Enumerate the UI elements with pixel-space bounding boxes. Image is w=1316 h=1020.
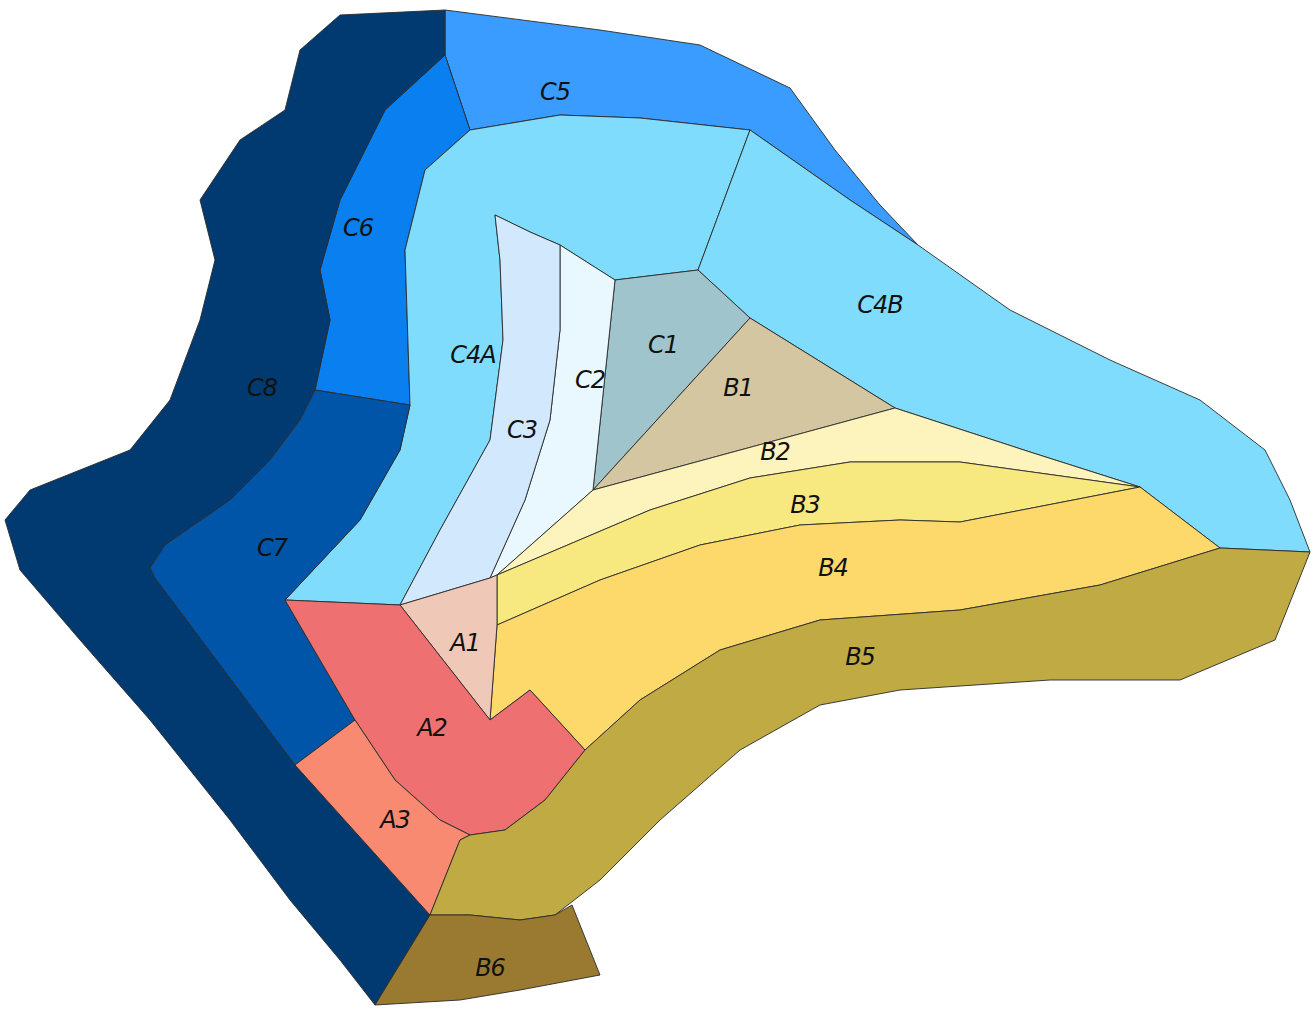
region-outline [430, 548, 1310, 920]
region-label: B3 [790, 491, 820, 519]
region-outline [375, 905, 600, 1005]
region-label: A1 [450, 629, 480, 657]
region-label: C3 [507, 416, 537, 444]
region-label: A3 [380, 806, 410, 834]
map-region: B6 [375, 905, 600, 1005]
region-shape [430, 548, 1310, 920]
region-label: B4 [818, 554, 848, 582]
region-label: C7 [257, 534, 287, 562]
region-label: B6 [475, 954, 505, 982]
region-label: B2 [760, 438, 790, 466]
region-label: A2 [417, 714, 447, 742]
map-region: B5 [430, 548, 1310, 920]
region-label: C4A [450, 341, 495, 369]
region-label: B5 [845, 643, 875, 671]
region-label: C6 [343, 214, 373, 242]
region-label: C8 [247, 374, 277, 402]
region-label: B1 [723, 374, 753, 402]
region-label: C5 [540, 78, 570, 106]
region-label: C4B [857, 291, 903, 319]
region-label: C2 [575, 366, 605, 394]
region-label: C1 [648, 331, 678, 359]
